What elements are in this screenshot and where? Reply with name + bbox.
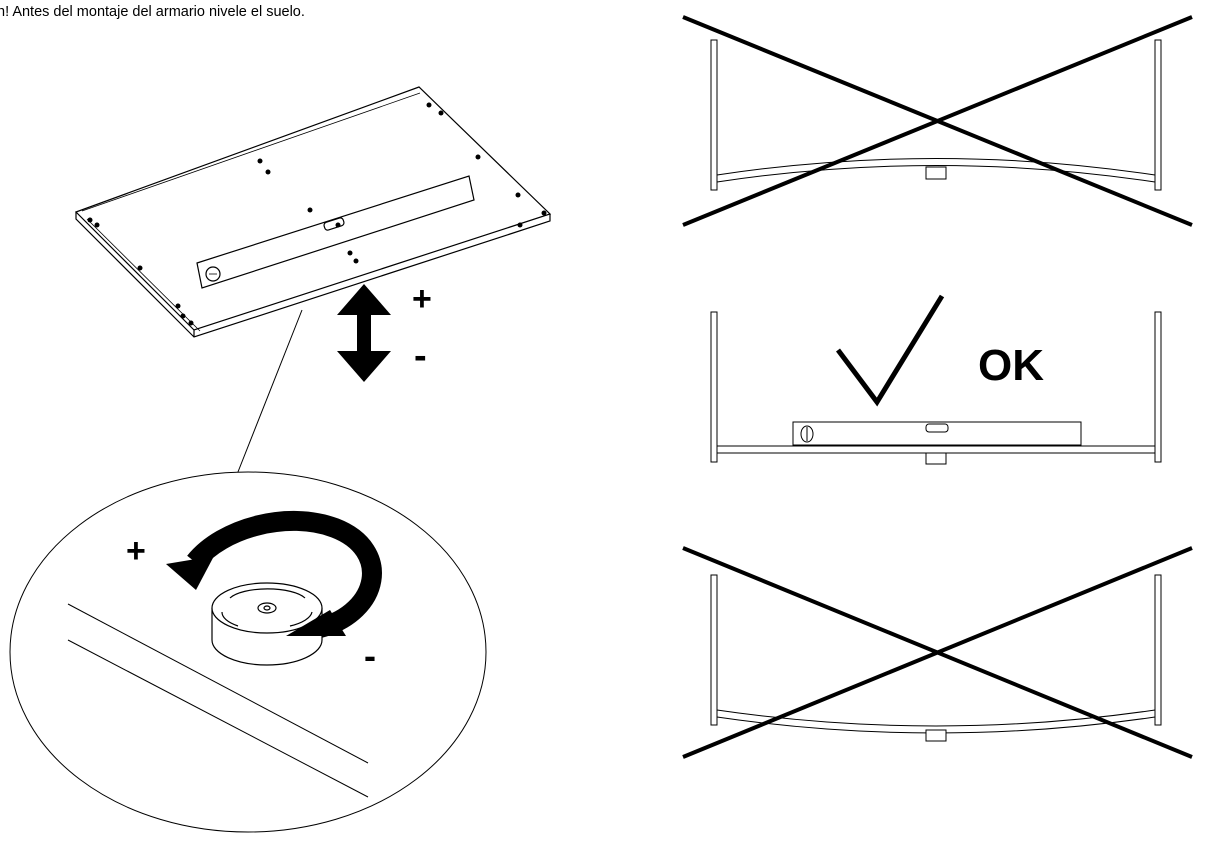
instruction-text: n! Antes del montaje del armario nivele …	[0, 4, 305, 20]
panel-holes	[87, 102, 547, 326]
adjustable-foot	[211, 582, 323, 666]
detail-plus-label: +	[126, 532, 146, 570]
detail-minus-label: -	[364, 635, 376, 676]
panel-sagging-wrong	[710, 39, 1162, 191]
leader-line	[233, 309, 303, 483]
checkmark-icon	[836, 294, 945, 407]
spirit-level-icon	[792, 421, 1082, 446]
rotate-arrow-icon	[166, 511, 382, 638]
double-arrow-icon	[337, 284, 391, 382]
spirit-level-on-panel	[196, 175, 475, 289]
floor-panel	[74, 86, 552, 338]
ok-label: OK	[978, 341, 1044, 390]
panel-level-correct	[710, 311, 1162, 465]
arrow-plus-label: +	[412, 280, 432, 318]
arrow-minus-label: -	[414, 335, 427, 377]
cross-icon	[682, 546, 1193, 759]
cross-icon	[682, 15, 1193, 227]
